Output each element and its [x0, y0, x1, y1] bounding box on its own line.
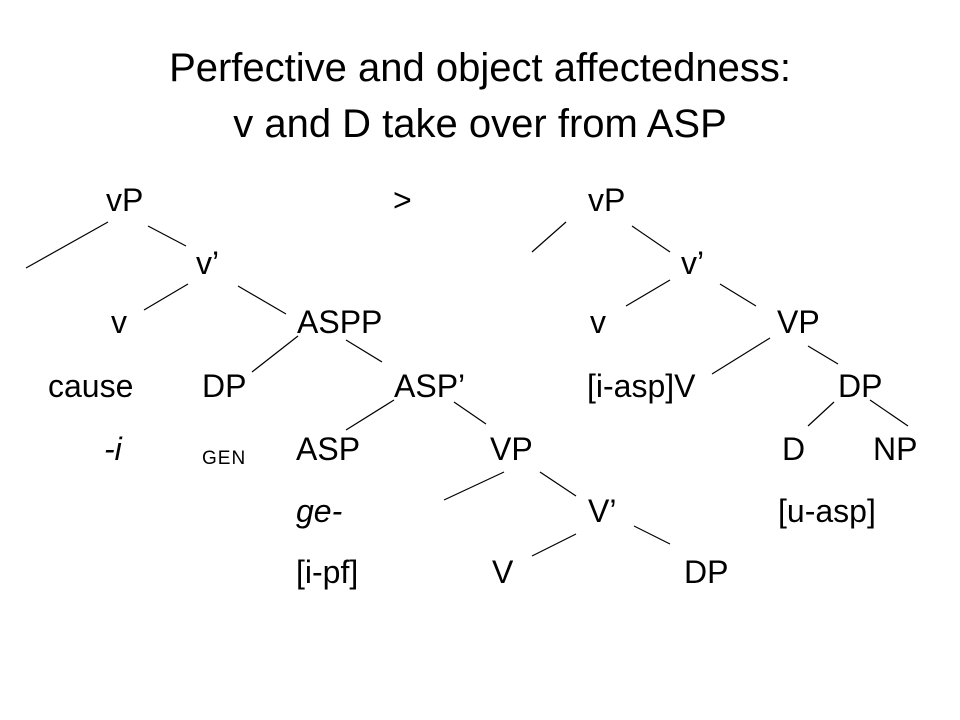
slide-title-line-1: Perfective and object affectedness: — [169, 46, 791, 90]
node-i-asp-V: [i-asp]V — [587, 368, 696, 404]
branch-line — [539, 471, 577, 497]
branch-line — [443, 471, 505, 501]
node-u-asp: [u-asp] — [778, 493, 876, 529]
node-ASPP: ASPP — [297, 304, 383, 340]
node-DP-right: DP — [838, 368, 883, 404]
branch-line — [345, 399, 395, 431]
node-gen: GEN — [202, 448, 247, 469]
branch-line — [237, 285, 287, 315]
node-D: D — [782, 431, 806, 467]
node-DP-gen: DP — [202, 368, 247, 404]
branch-line — [869, 399, 909, 427]
node-vP-right: vP — [588, 182, 626, 218]
node-i-pf: [i-pf] — [296, 554, 359, 590]
branch-line — [143, 283, 189, 311]
node-V: V — [492, 554, 514, 590]
node-v-bar-left: v’ — [196, 245, 220, 281]
branch-line — [531, 221, 567, 253]
branch-line — [453, 401, 487, 425]
node-cause: cause — [48, 368, 134, 404]
branch-line — [633, 525, 671, 545]
node-V-bar: V’ — [588, 493, 617, 529]
node-v-bar-right: v’ — [681, 245, 705, 281]
branch-line — [719, 283, 757, 307]
branch-line — [711, 337, 771, 375]
branch-line — [807, 401, 835, 427]
node-ASP-bar: ASP’ — [394, 368, 466, 404]
node-i-suffix: -i — [104, 431, 122, 467]
node-VP-left: VP — [490, 431, 533, 467]
branch-line — [25, 221, 109, 269]
branch-line — [345, 339, 383, 363]
node-NP: NP — [873, 431, 918, 467]
branch-line — [631, 225, 671, 253]
slide-title-line-2: v and D take over from ASP — [233, 102, 727, 146]
branch-line — [531, 533, 577, 557]
node-VP-right: VP — [777, 304, 820, 340]
node-v-left: v — [111, 304, 127, 340]
node-v-right: v — [590, 304, 606, 340]
node-ASP: ASP — [296, 431, 361, 467]
transition-arrow: > — [393, 182, 412, 218]
node-ge: ge- — [296, 493, 343, 529]
branch-line — [625, 279, 671, 307]
branch-line — [147, 225, 187, 247]
node-vP-left: vP — [106, 182, 144, 218]
branch-line — [251, 335, 299, 373]
node-DP-object: DP — [684, 554, 729, 590]
branch-line — [807, 345, 839, 365]
